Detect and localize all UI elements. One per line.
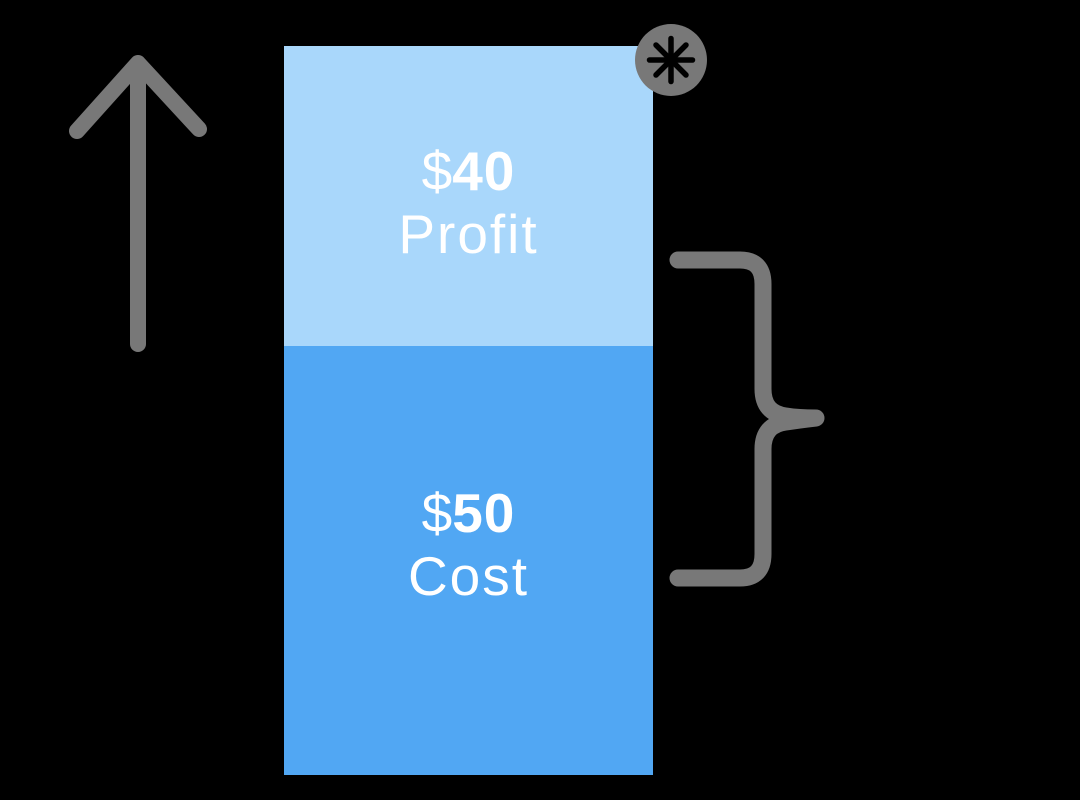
profit-label: Profit xyxy=(398,203,539,265)
profit-text-group: $40 Profit xyxy=(398,140,538,266)
up-arrow-icon xyxy=(69,55,207,352)
right-curly-brace-icon xyxy=(669,251,825,587)
amount-value: 40 xyxy=(452,140,516,202)
cost-amount: $50 xyxy=(408,482,529,545)
currency-symbol: $ xyxy=(421,481,453,544)
cost-text-group: $50 Cost xyxy=(408,482,529,608)
profit-amount: $40 xyxy=(398,140,538,203)
cost-label: Cost xyxy=(407,544,530,607)
currency-symbol: $ xyxy=(421,140,453,202)
asterisk-icon xyxy=(646,35,696,85)
bar-segment-profit: $40 Profit xyxy=(284,46,653,346)
stacked-bar: $40 Profit $50 Cost xyxy=(284,46,653,775)
bar-segment-cost: $50 Cost xyxy=(284,346,653,775)
amount-value: 50 xyxy=(452,481,516,544)
